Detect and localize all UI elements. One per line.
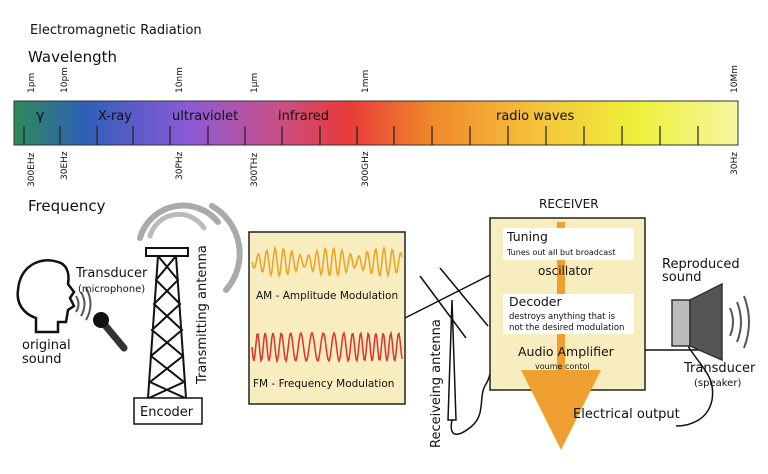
am-waveform — [251, 245, 403, 279]
receiver-title: RECEIVER — [539, 197, 599, 211]
frequency-tick: 30EHz — [60, 151, 70, 180]
speaker-transducer-label: Transducer — [683, 361, 756, 376]
wavelength-tick: 10Mm — [730, 65, 740, 93]
speaker-transducer-sub: (speaker) — [694, 378, 741, 389]
electrical-output-label: Electrical output — [573, 407, 680, 422]
band-radio-waves: radio waves — [496, 109, 575, 124]
frequency-tick: 300THz — [250, 153, 260, 187]
wavelength-tick: 1µm — [250, 73, 260, 93]
encoder-label: Encoder — [140, 405, 194, 420]
tuning-desc: Tunes out all but broadcast — [506, 248, 615, 257]
receiving-antenna-icon — [404, 267, 493, 435]
tuning-box — [503, 228, 634, 260]
fm-waveform — [251, 330, 403, 364]
reproduced-label: Reproduced — [662, 257, 740, 272]
band-infrared: infrared — [278, 109, 329, 124]
oscillator-label: oscillator — [538, 264, 593, 278]
head-icon — [16, 259, 76, 334]
band-gamma: γ — [36, 108, 44, 124]
tuning-label: Tuning — [506, 229, 548, 244]
frequency-tick: 300GHz — [361, 151, 371, 187]
am-label: AM - Amplitude Modulation — [256, 290, 398, 302]
frequency-label: Frequency — [28, 197, 106, 215]
original-label: original — [22, 338, 71, 353]
spectrum-bar — [13, 100, 739, 146]
sound-label: sound — [22, 352, 61, 367]
wavelength-tick: 1mm — [361, 70, 371, 93]
transducer-sub-label: (microphone) — [78, 284, 145, 295]
microphone-icon — [93, 312, 128, 352]
output-wire — [675, 345, 714, 427]
encoder-box — [133, 397, 203, 425]
decoder-box — [503, 294, 634, 334]
wavelength-tick: 10nm — [175, 67, 185, 93]
transducer-label: Transducer — [75, 266, 148, 281]
sound-label-2: sound — [662, 270, 701, 285]
fm-label: FM - Frequency Modulation — [253, 378, 394, 390]
transmitting-antenna-label: Transmitting antenna — [195, 245, 210, 385]
band-ultraviolet: ultraviolet — [172, 109, 238, 124]
wavelength-tick: 1pm — [27, 73, 37, 93]
wavelength-label: Wavelength — [28, 48, 117, 66]
amplifier-desc: voume contol — [535, 362, 590, 371]
transmitting-tower-icon — [145, 247, 189, 399]
frequency-tick: 300EHz — [27, 152, 37, 187]
sound-waves-icon — [75, 287, 92, 321]
wavelength-tick: 10pm — [60, 67, 70, 93]
spectrum-ticks — [23, 126, 699, 145]
amplifier-label: Audio Amplifier — [518, 344, 615, 359]
transmission-arcs-icon — [137, 202, 243, 293]
decoder-label: Decoder — [509, 294, 562, 309]
decoder-desc-2: not the desired modulation — [509, 323, 624, 333]
speaker-icon — [671, 282, 723, 362]
frequency-tick: 30Hz — [730, 152, 740, 175]
band-xray: X-ray — [98, 109, 132, 124]
decoder-desc-1: destroys anything that is — [509, 312, 616, 322]
receiving-antenna-label: Receiveing antenna — [429, 319, 444, 448]
speaker-sound-waves-icon — [729, 295, 750, 349]
diagram-title: Electromagnetic Radiation — [30, 23, 202, 38]
frequency-tick: 30PHz — [175, 151, 185, 180]
